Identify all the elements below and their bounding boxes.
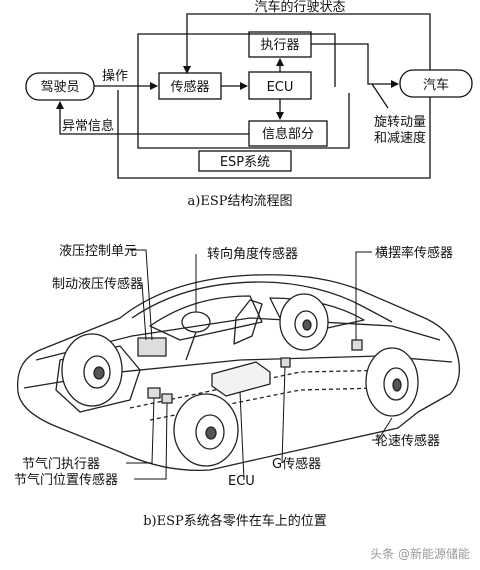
flow-diagram [25, 13, 473, 179]
car-floor [129, 369, 401, 409]
leader-throttle-position [134, 402, 168, 480]
wheel-rear-right [365, 347, 419, 417]
wheel-front-right [173, 393, 239, 467]
info-label: 信息部分 [262, 126, 314, 142]
rotation-label-2: 和减速度 [374, 130, 426, 146]
throttle-actuator-part [147, 387, 161, 399]
car-window-rear [269, 297, 365, 335]
leader-throttle-actuator [126, 397, 155, 464]
ecu-module [211, 361, 271, 397]
car-bottom-loop [117, 90, 431, 179]
throttle-position-part [161, 393, 173, 404]
leader-hydraulic [130, 249, 153, 341]
steering-wheel [181, 311, 211, 333]
esp-box [198, 150, 292, 172]
esp-loop-line [137, 33, 350, 149]
leader-lines [126, 249, 393, 481]
hydraulic-unit [137, 337, 167, 357]
label-yaw-sensor: 横摆率传感器 [375, 245, 453, 261]
rotation-pointer [371, 83, 389, 109]
label-ecu: ECU [228, 474, 255, 489]
yaw-sensor-part [351, 339, 363, 351]
label-g-sensor: G传感器 [272, 456, 321, 472]
car-roof [131, 281, 393, 323]
car-label: 汽车 [423, 77, 449, 93]
operate-label: 操作 [102, 68, 128, 84]
car-body [16, 274, 461, 472]
driver-label: 驾驶员 [40, 80, 79, 95]
abnormal-info-arrow [56, 101, 249, 135]
leader-wheel-speed [372, 417, 393, 441]
caption-a: a)ESP结构流程图 [188, 194, 293, 209]
steering-column [185, 331, 197, 361]
leader-ecu [239, 391, 245, 481]
sensor-label: 传感器 [170, 79, 209, 95]
ecu-label: ECU [267, 80, 294, 95]
leader-yaw [355, 251, 372, 340]
top-label: 汽车的行驶状态 [254, 0, 345, 15]
wheel-rear-left [279, 293, 329, 351]
seat [233, 299, 263, 345]
label-wheel-speed-sensor: 轮速传感器 [375, 433, 440, 449]
watermark: 头条 @新能源储能 [370, 546, 470, 561]
label-throttle-position-sensor: 节气门位置传感器 [14, 472, 118, 488]
wheel-front-left [61, 333, 123, 407]
leader-brake-pressure [135, 282, 147, 341]
state-feedback-line [183, 13, 431, 74]
abnormal-label: 异常信息 [62, 118, 114, 134]
car-window-front [149, 295, 263, 341]
label-brake-pressure-sensor: 制动液压传感器 [52, 276, 143, 292]
car-box [399, 69, 473, 98]
label-steering-sensor: 转向角度传感器 [207, 246, 298, 262]
g-sensor-part [280, 357, 291, 368]
actuator-car-arrow [311, 43, 399, 88]
leader-g-sensor [281, 366, 286, 464]
label-hydraulic-unit: 液压控制单元 [59, 244, 137, 259]
rotation-label-1: 旋转动量 [374, 115, 426, 130]
engine-block [55, 345, 141, 413]
esp-label: ESP系统 [220, 155, 270, 170]
label-throttle-actuator: 节气门执行器 [22, 456, 100, 472]
actuator-label: 执行器 [260, 38, 299, 53]
caption-b: b)ESP系统各零件在车上的位置 [143, 513, 327, 529]
